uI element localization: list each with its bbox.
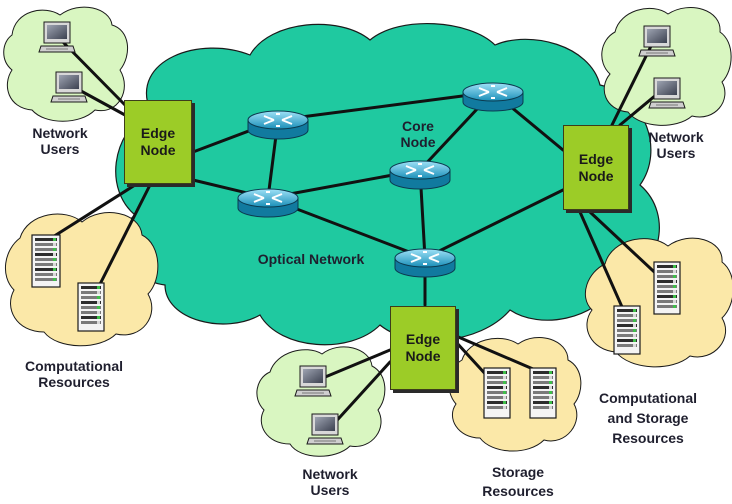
edge-node-label-line1: Edge bbox=[140, 125, 176, 141]
router-icon[interactable] bbox=[462, 82, 524, 112]
label-line2: Users bbox=[40, 141, 80, 157]
label-line2: and Storage bbox=[607, 410, 689, 426]
users-cloud-bottom bbox=[256, 346, 386, 457]
label-line1: Storage bbox=[491, 464, 545, 480]
network-users-right-label: Network Users bbox=[636, 129, 716, 161]
computer-icon bbox=[50, 71, 88, 103]
server-racks bbox=[31, 234, 681, 419]
server-rack-icon bbox=[77, 282, 105, 332]
computer-icon bbox=[648, 77, 686, 109]
label-line2: Resources bbox=[38, 374, 110, 390]
label-line2: Users bbox=[656, 145, 696, 161]
edge-node-label-line2: Node bbox=[140, 142, 176, 158]
computer-icon bbox=[638, 25, 676, 57]
label-line1: Network bbox=[302, 466, 358, 482]
computer-icon bbox=[306, 413, 344, 445]
edge-node-label-line1: Edge bbox=[405, 331, 441, 347]
computer-icon bbox=[294, 365, 332, 397]
edge-node-label-line1: Edge bbox=[578, 150, 614, 167]
router-icon[interactable] bbox=[237, 188, 299, 218]
edge-node-bottom[interactable]: Edge Node bbox=[390, 306, 456, 390]
computational-resources-label: Computational Resources bbox=[6, 358, 142, 390]
router-icon[interactable] bbox=[394, 248, 456, 278]
label-line2: Resources bbox=[482, 483, 554, 499]
storage-cloud-bottom bbox=[448, 336, 582, 452]
server-rack-icon bbox=[31, 234, 61, 288]
network-users-left-label: Network Users bbox=[20, 125, 100, 157]
label-line1: Network bbox=[32, 125, 88, 141]
label-line1: Network bbox=[648, 129, 704, 145]
server-rack-icon bbox=[653, 261, 681, 315]
optical-network-label: Optical Network bbox=[236, 251, 386, 267]
core-node-label: Core Node bbox=[390, 118, 446, 150]
server-rack-icon bbox=[613, 305, 641, 355]
computational-storage-resources-label: Computational and Storage Resources bbox=[580, 388, 716, 448]
computer-icon bbox=[38, 21, 76, 53]
optical-network-text: Optical Network bbox=[257, 251, 365, 267]
core-routers bbox=[237, 82, 524, 278]
label-line3: Resources bbox=[612, 430, 684, 446]
edge-node-label-line2: Node bbox=[405, 348, 441, 364]
router-icon[interactable] bbox=[389, 160, 451, 190]
label-line2: Users bbox=[310, 482, 350, 498]
router-icon[interactable] bbox=[247, 110, 309, 140]
users-cloud-top-right bbox=[601, 7, 732, 126]
user-computers bbox=[38, 21, 686, 445]
network-users-bottom-label: Network Users bbox=[290, 466, 370, 498]
edge-node-top-left[interactable]: Edge Node bbox=[124, 100, 192, 184]
core-label-line2: Node bbox=[400, 134, 436, 150]
server-rack-icon bbox=[529, 367, 557, 419]
label-line1: Computational bbox=[599, 390, 697, 406]
label-line1: Computational bbox=[25, 358, 123, 374]
storage-resources-label: Storage Resources bbox=[462, 463, 574, 501]
server-rack-icon bbox=[483, 367, 511, 419]
edge-node-right[interactable]: Edge Node bbox=[563, 125, 629, 210]
core-label-line1: Core bbox=[402, 118, 434, 134]
edge-node-label-line2: Node bbox=[578, 167, 614, 184]
